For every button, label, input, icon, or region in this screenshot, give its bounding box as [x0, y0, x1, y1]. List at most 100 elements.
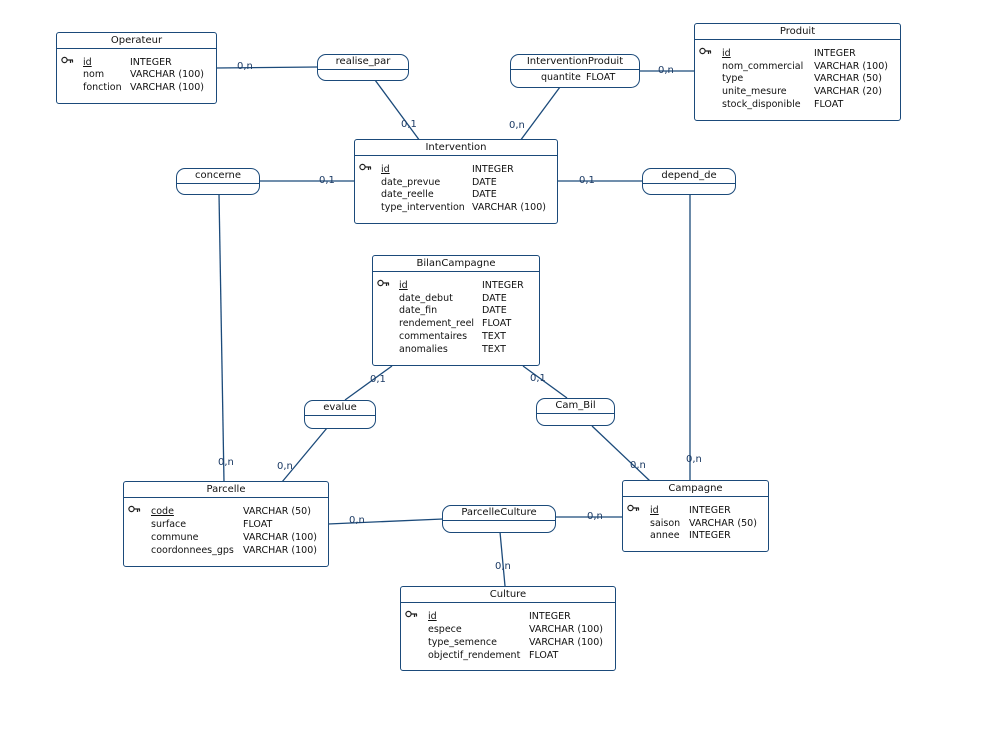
cardinality-label: 0,n — [509, 120, 525, 131]
entity-parcelle[interactable]: Parcelle code VARCHAR (50) surface FLOAT… — [123, 481, 329, 567]
link-realise_par-intervention — [374, 79, 421, 142]
link-cambil-campagne — [591, 425, 651, 482]
entity-title: BilanCampagne — [373, 256, 539, 272]
attr-type: TEXT — [482, 344, 506, 355]
attr-type: DATE — [482, 293, 507, 304]
attr-name: date_fin — [399, 305, 438, 316]
link-concerne-parcelle — [218, 193, 225, 483]
assoc-cam_bil[interactable]: Cam_Bil — [536, 398, 615, 426]
attr-type: VARCHAR (20) — [814, 86, 882, 97]
entity-bilancampagne[interactable]: BilanCampagne id INTEGER date_debut DATE… — [372, 255, 540, 366]
attr-name: annee — [650, 530, 680, 541]
attr-name: type_intervention — [381, 202, 465, 213]
attr-type: INTEGER — [689, 505, 731, 516]
entity-title: Operateur — [57, 33, 216, 49]
attr-type: INTEGER — [482, 280, 524, 291]
link-interventionproduit-intervention — [519, 86, 561, 142]
attr-type: FLOAT — [586, 72, 616, 83]
assoc-title: Cam_Bil — [537, 399, 614, 414]
attr-name: quantite — [541, 72, 581, 83]
attr-type: INTEGER — [529, 611, 571, 622]
attr-type: VARCHAR (100) — [243, 532, 317, 543]
entity-intervention[interactable]: Intervention id INTEGER date_prevue DATE… — [354, 139, 558, 224]
primary-key-icon — [128, 505, 141, 513]
attr-name: id — [83, 57, 92, 68]
primary-key-icon — [377, 279, 390, 287]
primary-key-icon — [627, 504, 640, 512]
cardinality-label: 0,1 — [370, 374, 386, 385]
attr-name: unite_mesure — [722, 86, 787, 97]
attr-type: TEXT — [482, 331, 506, 342]
attr-name: surface — [151, 519, 187, 530]
primary-key-icon — [61, 56, 74, 64]
entity-title: Produit — [695, 24, 900, 40]
entity-produit[interactable]: Produit id INTEGER nom_commercial VARCHA… — [694, 23, 901, 121]
attr-type: VARCHAR (100) — [814, 61, 888, 72]
link-parcelleculture-parcelle — [327, 518, 444, 525]
attr-type: DATE — [482, 305, 507, 316]
cardinality-label: 0,n — [630, 460, 646, 471]
cardinality-label: 0,n — [658, 65, 674, 76]
attr-type: VARCHAR (100) — [472, 202, 546, 213]
attr-type: FLOAT — [814, 99, 844, 110]
cardinality-label: 0,1 — [530, 373, 546, 384]
link-parcelleculture-culture — [499, 531, 506, 587]
primary-key-icon — [359, 163, 372, 171]
assoc-realise_par[interactable]: realise_par — [317, 54, 409, 81]
attr-type: VARCHAR (100) — [130, 82, 204, 93]
attr-name: code — [151, 506, 174, 517]
attr-type: FLOAT — [529, 650, 559, 661]
entity-title: Parcelle — [124, 482, 328, 498]
attr-name: date_reelle — [381, 189, 434, 200]
attr-name: coordonnees_gps — [151, 545, 234, 556]
cardinality-label: 0,n — [686, 454, 702, 465]
attr-name: nom — [83, 69, 105, 80]
link-evalue-parcelle — [281, 427, 328, 483]
attr-type: DATE — [472, 177, 497, 188]
assoc-title: concerne — [177, 169, 259, 184]
attr-name: id — [722, 48, 731, 59]
cardinality-label: 0,1 — [401, 119, 417, 130]
attr-type: VARCHAR (100) — [529, 624, 603, 635]
cardinality-label: 0,n — [349, 515, 365, 526]
assoc-title: depend_de — [643, 169, 735, 184]
attr-type: FLOAT — [482, 318, 512, 329]
entity-culture[interactable]: Culture id INTEGER espece VARCHAR (100) … — [400, 586, 616, 671]
attr-name: nom_commercial — [722, 61, 804, 72]
primary-key-icon — [405, 610, 418, 618]
attr-type: VARCHAR (100) — [130, 69, 204, 80]
cardinality-label: 0,n — [277, 461, 293, 472]
assoc-evalue[interactable]: evalue — [304, 400, 376, 429]
attr-name: saison — [650, 518, 681, 529]
assoc-concerne[interactable]: concerne — [176, 168, 260, 195]
assoc-title: InterventionProduit — [511, 55, 639, 70]
attr-name: id — [650, 505, 659, 516]
attr-name: rendement_reel — [399, 318, 475, 329]
attr-name: anomalies — [399, 344, 448, 355]
entity-title: Intervention — [355, 140, 557, 156]
attr-name: commune — [151, 532, 199, 543]
assoc-depend_de[interactable]: depend_de — [642, 168, 736, 195]
entity-operateur[interactable]: Operateur id INTEGER nom VARCHAR (100) f… — [56, 32, 217, 104]
attr-type: VARCHAR (50) — [689, 518, 757, 529]
entity-title: Culture — [401, 587, 615, 603]
entity-campagne[interactable]: Campagne id INTEGER saison VARCHAR (50) … — [622, 480, 769, 552]
assoc-title: evalue — [305, 401, 375, 416]
cardinality-label: 0,n — [237, 61, 253, 72]
attr-name: id — [381, 164, 390, 175]
assoc-interventionproduit[interactable]: InterventionProduit quantite FLOAT — [510, 54, 640, 88]
link-evalue-bilan — [344, 365, 393, 401]
attr-type: INTEGER — [472, 164, 514, 175]
primary-key-icon — [699, 47, 712, 55]
attr-name: espece — [428, 624, 462, 635]
cardinality-label: 0,n — [218, 457, 234, 468]
attr-type: VARCHAR (100) — [243, 545, 317, 556]
cardinality-label: 0,n — [587, 511, 603, 522]
attr-name: commentaires — [399, 331, 468, 342]
attr-name: type — [722, 73, 744, 84]
attr-type: INTEGER — [130, 57, 172, 68]
assoc-parcelleculture[interactable]: ParcelleCulture — [442, 505, 556, 533]
cardinality-label: 0,1 — [579, 175, 595, 186]
